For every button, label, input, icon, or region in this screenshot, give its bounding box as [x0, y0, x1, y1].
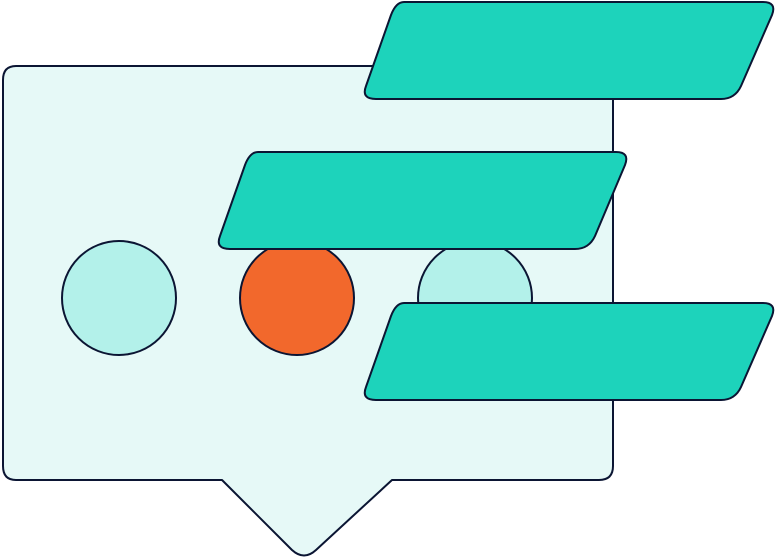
message-bar-icon: [363, 1, 775, 100]
message-bar-icon: [217, 151, 628, 250]
typing-dot-icon: [239, 240, 355, 356]
message-bar-icon: [363, 302, 775, 401]
typing-dot-icon: [61, 240, 177, 356]
